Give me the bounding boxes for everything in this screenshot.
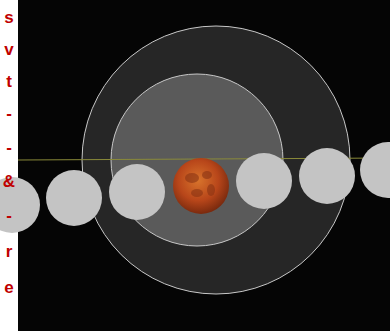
- side-letter: -: [2, 206, 16, 226]
- side-letter: -: [2, 138, 16, 158]
- side-letter: &: [2, 172, 16, 192]
- side-letter: -: [2, 104, 16, 124]
- moon-positions: [0, 142, 390, 233]
- moon: [236, 153, 292, 209]
- side-letter: r: [2, 242, 16, 262]
- eclipsed-moon: [173, 158, 229, 214]
- side-letter: t: [2, 72, 16, 92]
- moon: [299, 148, 355, 204]
- moon: [360, 142, 390, 198]
- side-letter: v: [2, 40, 16, 60]
- side-letter: e: [2, 278, 16, 298]
- moon: [109, 164, 165, 220]
- moon: [46, 170, 102, 226]
- text-strip: [0, 0, 18, 331]
- side-letter: s: [2, 8, 16, 28]
- moon-maria: [185, 171, 215, 197]
